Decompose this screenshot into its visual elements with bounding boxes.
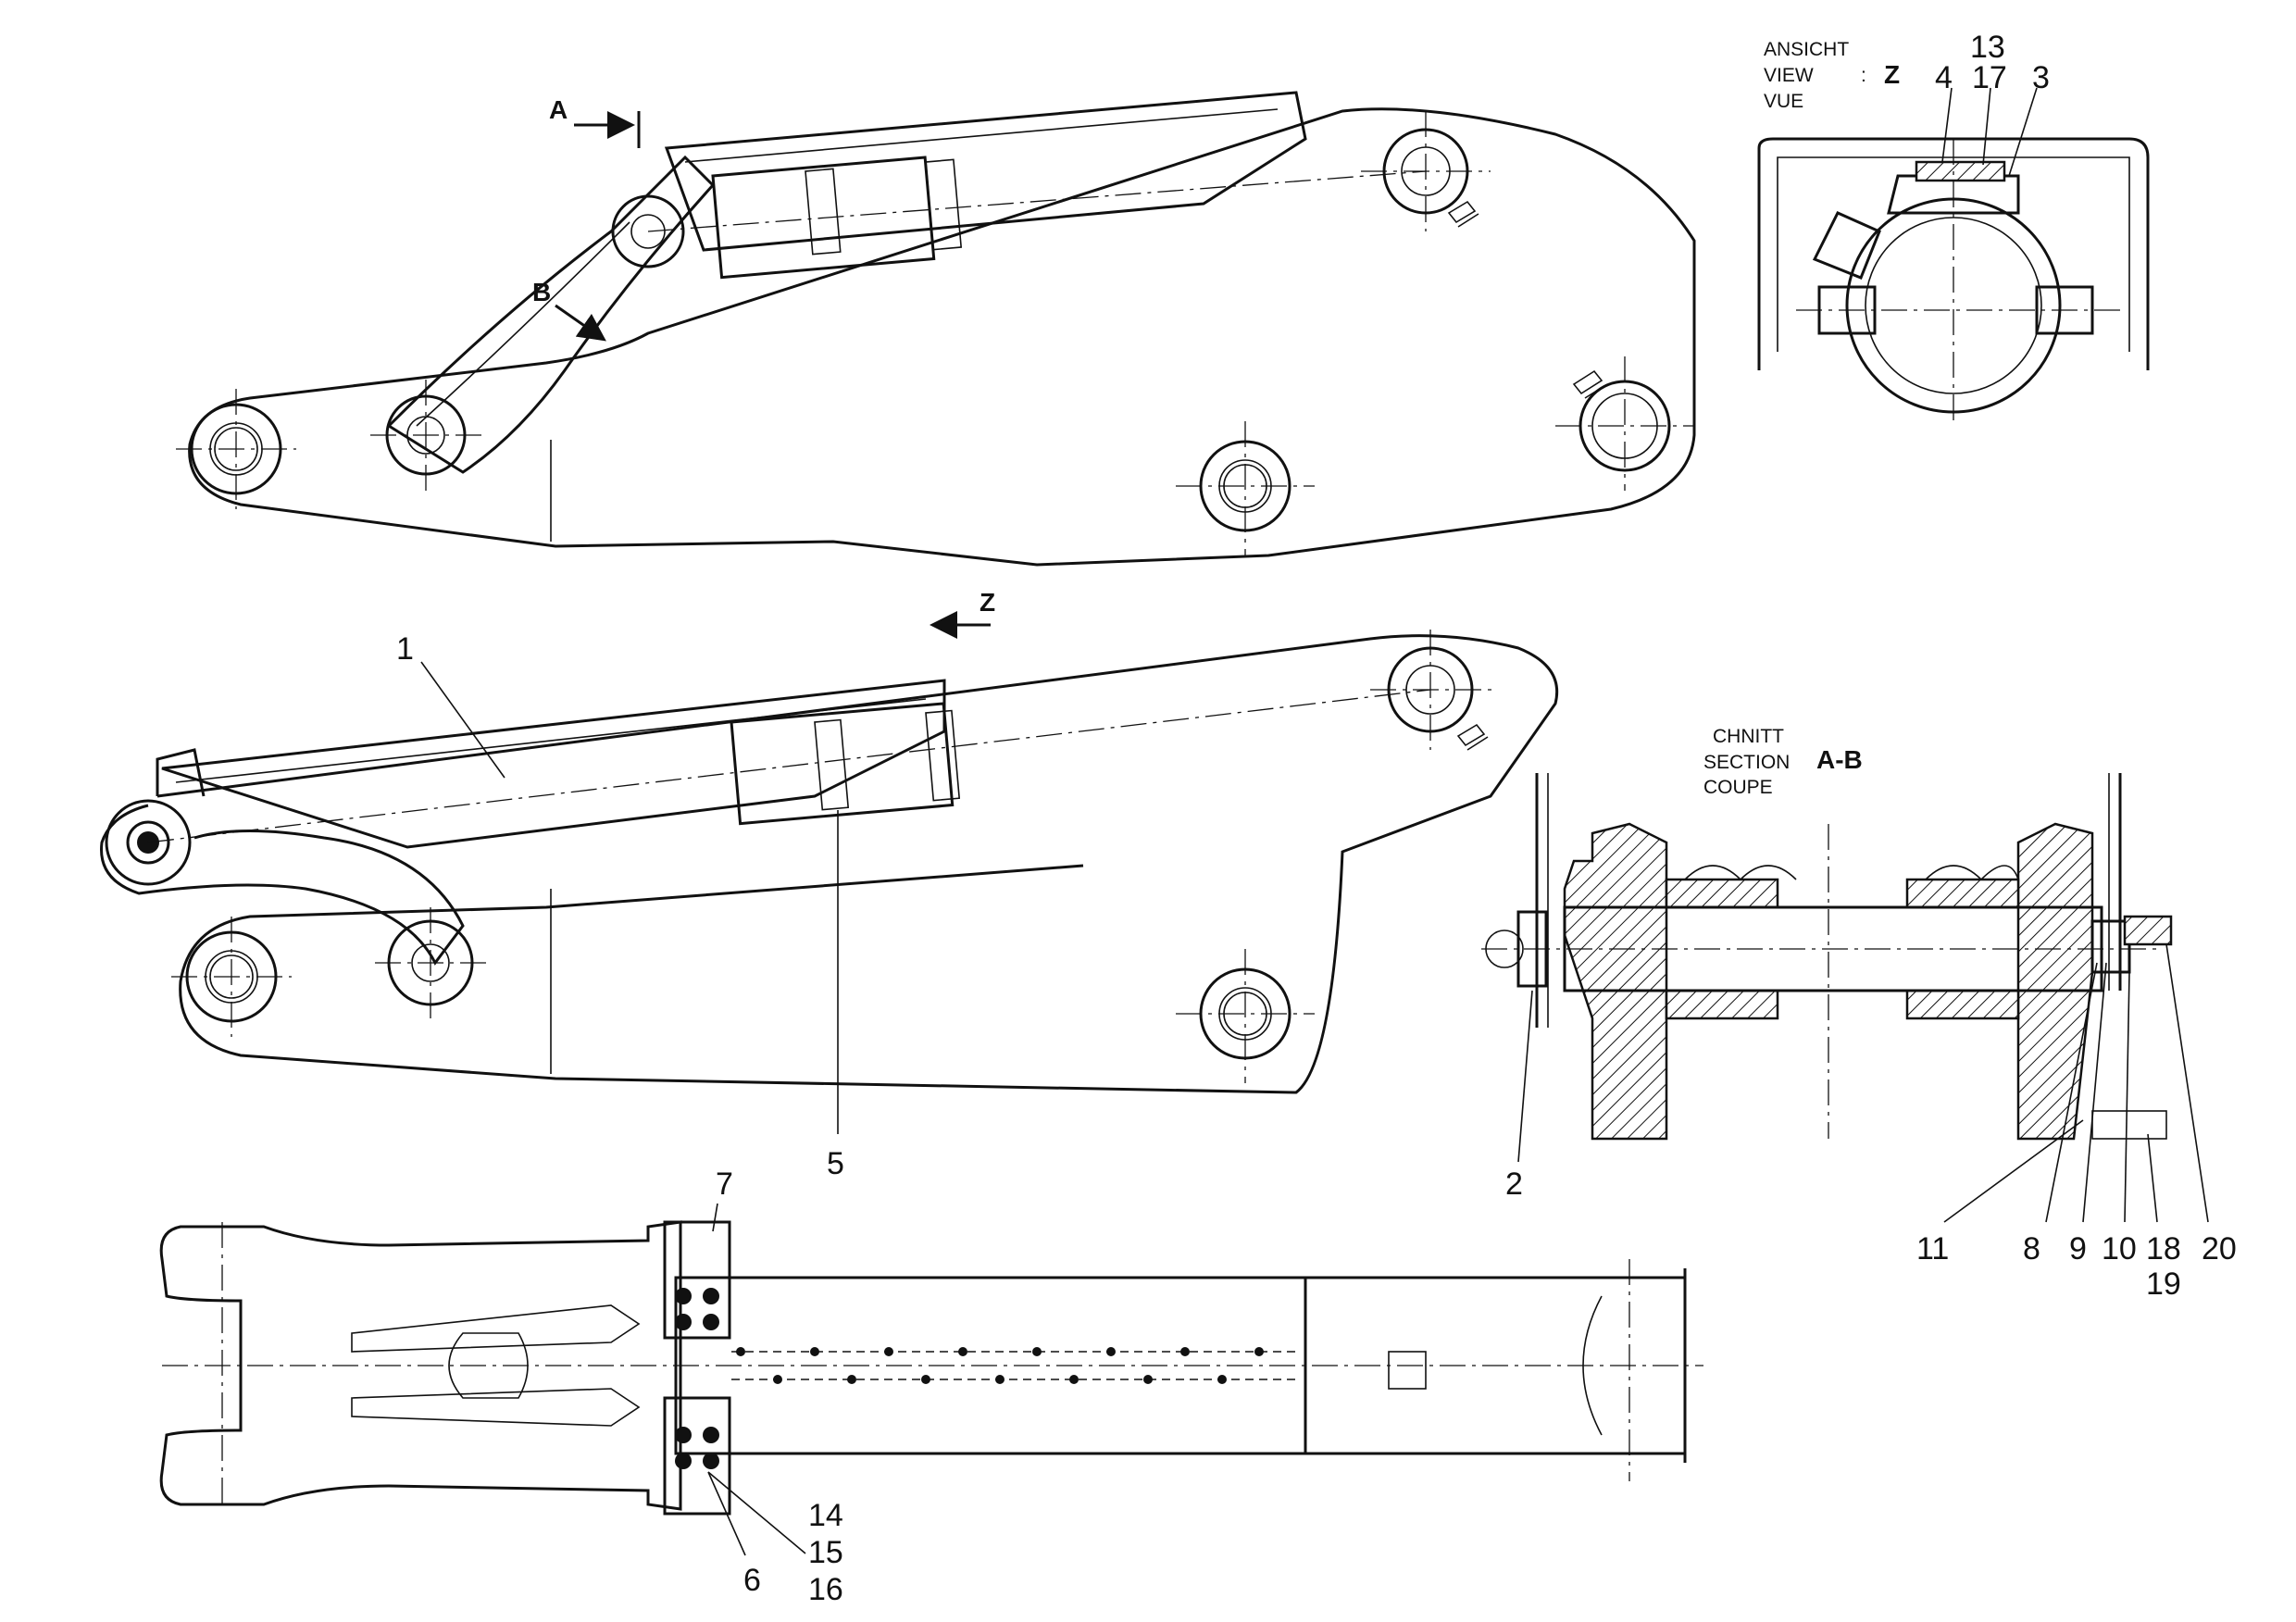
- part-number-10: 10: [2102, 1231, 2137, 1266]
- pivot-lower-right: [1555, 356, 1694, 491]
- pivot-middle-link: [375, 907, 486, 1018]
- view-z-drawing: [1757, 87, 2150, 426]
- part-number-11: 11: [1916, 1231, 1949, 1266]
- pivot-center: [1176, 421, 1315, 555]
- section-label-1: CHNITT: [1713, 726, 1784, 747]
- section-ab-drawing: [1481, 773, 2209, 1223]
- part-number-20: 20: [2202, 1231, 2237, 1266]
- part-number-7: 7: [716, 1167, 733, 1202]
- part-number-16: 16: [808, 1572, 843, 1607]
- view-z-letter: Z: [1884, 60, 1900, 89]
- part-number-9: 9: [2069, 1231, 2087, 1266]
- cylinder-upper: [647, 91, 1427, 280]
- pivot-middle-right: [1370, 630, 1495, 750]
- marker-a: A: [549, 95, 568, 124]
- part-number-2: 2: [1505, 1167, 1523, 1202]
- part-number-15: 15: [808, 1535, 843, 1570]
- part-number-13: 13: [1970, 30, 2005, 65]
- part-number-19: 19: [2146, 1266, 2181, 1302]
- pivot-upper-right: [1361, 111, 1491, 231]
- boom-side-view-middle: [100, 611, 1559, 1134]
- part-number-3: 3: [2032, 60, 2050, 95]
- view-z-label-3: VUE: [1764, 91, 1803, 112]
- view-z-label-2: VIEW: [1764, 65, 1814, 86]
- part-number-14: 14: [808, 1498, 843, 1533]
- part-number-1: 1: [396, 631, 414, 667]
- boom-side-view-upper: [176, 91, 1696, 567]
- part-number-5: 5: [827, 1146, 844, 1181]
- part-number-17: 17: [1972, 60, 2007, 95]
- boom-plan-view: [159, 1203, 1703, 1556]
- pivot-middle-center: [1176, 949, 1315, 1083]
- part-number-8: 8: [2023, 1231, 2040, 1266]
- part-number-4: 4: [1935, 60, 1953, 95]
- view-z-colon: :: [1861, 65, 1866, 86]
- section-label-3: COUPE: [1703, 777, 1773, 798]
- section-label-2: SECTION: [1703, 752, 1790, 773]
- part-number-6: 6: [743, 1563, 761, 1598]
- section-letter: A-B: [1816, 745, 1863, 774]
- pivot-left: [176, 389, 296, 509]
- marker-b: B: [532, 278, 551, 306]
- pivot-middle-left: [171, 917, 292, 1037]
- view-z-label-1: ANSICHT: [1764, 39, 1849, 60]
- marker-z: Z: [980, 588, 995, 617]
- cylinder-middle: [147, 679, 1431, 849]
- part-number-18: 18: [2146, 1231, 2181, 1266]
- pivot-link: [370, 380, 481, 491]
